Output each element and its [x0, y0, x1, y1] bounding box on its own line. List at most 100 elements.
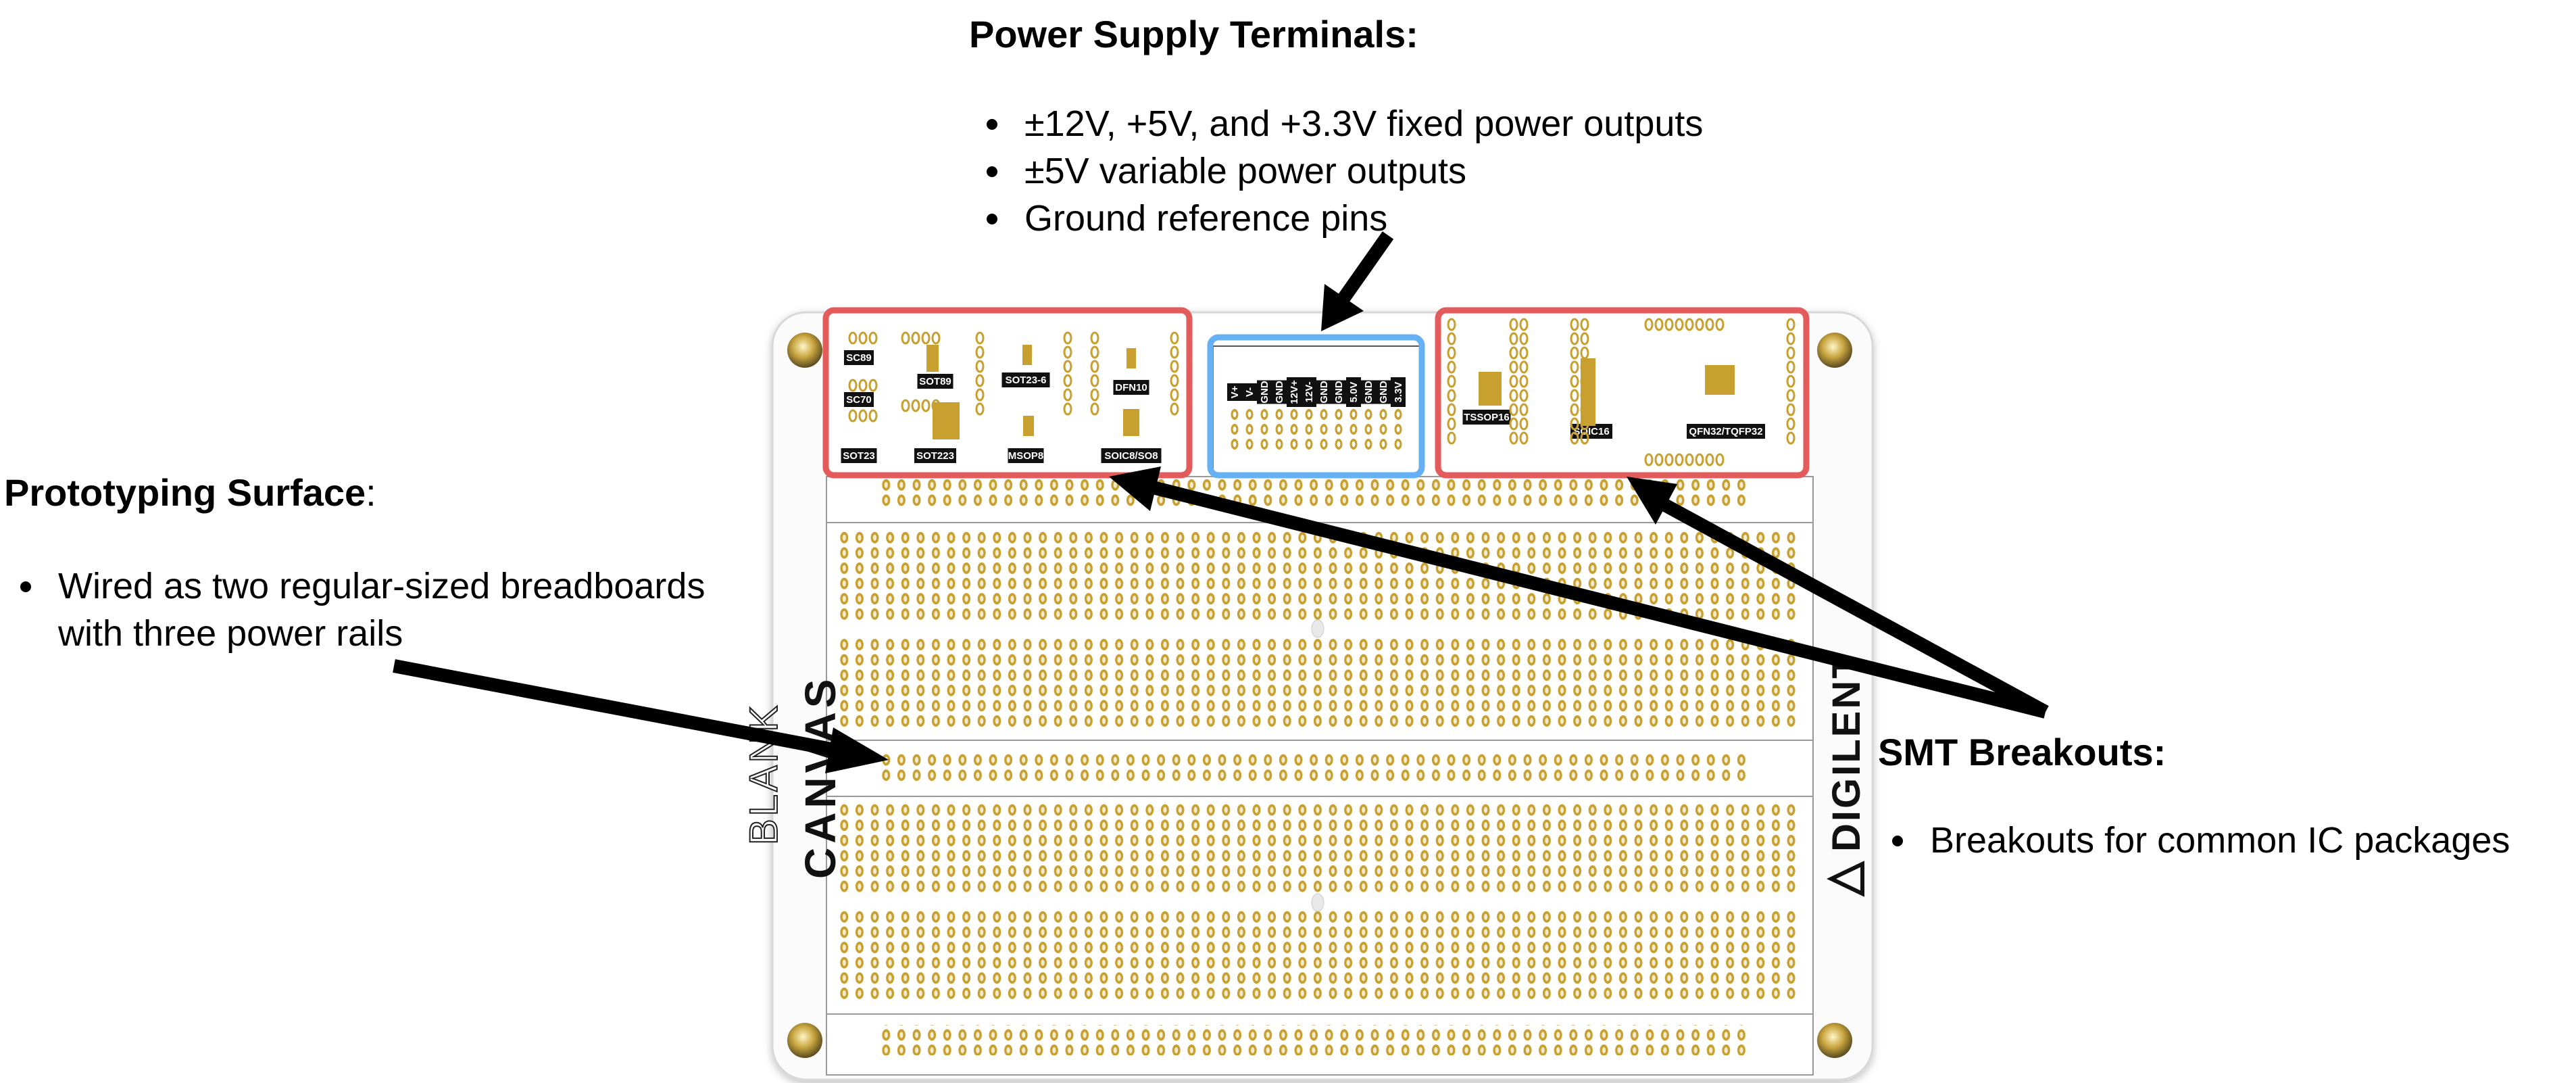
pad: [911, 399, 920, 412]
label-text: SOT223: [916, 450, 954, 462]
label-text: 12V+: [1289, 380, 1300, 404]
smt-bullets: Breakouts for common IC packages: [1879, 817, 2510, 864]
pad: [1063, 388, 1072, 402]
label-text: SOT23: [843, 450, 875, 462]
pad: [1090, 374, 1099, 387]
label-text: SC89: [846, 352, 872, 364]
label-background: [917, 374, 953, 389]
label-background: [1101, 448, 1162, 463]
arrowhead: [1321, 284, 1364, 331]
package-label: QFN32/TQFP32: [1687, 424, 1765, 439]
pad: [1509, 332, 1518, 345]
pad: [1570, 360, 1579, 374]
smt-left-highlight: [822, 307, 1193, 479]
pad: [901, 331, 910, 345]
prototyping-title-text: Prototyping Surface: [4, 471, 366, 514]
package-label: SOT23-6: [1001, 372, 1050, 387]
chip-footprint: [1023, 416, 1034, 436]
chip-footprint: [1705, 365, 1735, 395]
pad: [1090, 331, 1099, 345]
pad: [1654, 453, 1664, 466]
pad: [1063, 331, 1072, 345]
pad: [1570, 375, 1579, 388]
bullet-item: ±12V, +5V, and +3.3V fixed power outputs: [973, 100, 1703, 147]
label-text: 3.3V: [1393, 382, 1404, 403]
pad: [921, 399, 931, 412]
pad: [1170, 374, 1179, 387]
label-background: [914, 448, 956, 463]
bottom-power-rail: [878, 1025, 1750, 1055]
label-text: GND: [1333, 381, 1345, 404]
pad: [1509, 389, 1518, 402]
mounting-hole: [1311, 893, 1324, 912]
digilent-triangle-icon: [1827, 861, 1864, 897]
pad: [1685, 318, 1694, 331]
pad: [975, 331, 985, 345]
label-text: MSOP8: [1008, 450, 1044, 462]
smt-right-highlight: [1435, 307, 1810, 479]
pad: [1570, 403, 1579, 416]
screw-icon: [1817, 333, 1852, 368]
canvas-logo: CANVAS: [796, 675, 845, 880]
pad: [975, 374, 985, 387]
package-label: DFN10: [1113, 380, 1149, 395]
label-background: [1227, 383, 1242, 401]
pad: [848, 331, 858, 345]
power-supply-title: Power Supply Terminals:: [969, 13, 1418, 55]
pad: [1786, 318, 1795, 331]
screw-icon: [1817, 1023, 1852, 1058]
middle-power-rail: [878, 751, 1750, 781]
label-background: [1462, 410, 1511, 425]
pad: [1063, 402, 1072, 416]
pad: [1786, 360, 1795, 374]
pad: [1509, 403, 1518, 416]
label-background: [1272, 380, 1287, 404]
label-background: [1008, 448, 1044, 463]
chip-footprint: [1123, 409, 1139, 436]
bullet-continuation: with three power rails: [58, 613, 403, 654]
pad: [975, 345, 985, 359]
pad: [1447, 389, 1456, 402]
pad: [1170, 345, 1179, 359]
label-text: GND: [1363, 381, 1374, 404]
package-label: SOT23: [841, 448, 877, 463]
label-background: [1391, 377, 1406, 407]
label-background: [1257, 380, 1272, 404]
pad: [1786, 431, 1795, 445]
label-text: V+: [1229, 385, 1241, 398]
pad: [868, 331, 878, 345]
power-supply-bullets: ±12V, +5V, and +3.3V fixed power outputs…: [973, 100, 1703, 242]
label-background: [1316, 380, 1331, 404]
package-label: 12V-: [1302, 377, 1316, 407]
pad: [1090, 360, 1099, 373]
pad: [1519, 431, 1529, 445]
label-background: [844, 350, 874, 365]
label-text: SOT89: [919, 376, 951, 387]
pad: [1090, 345, 1099, 359]
pad: [1063, 345, 1072, 359]
arrowhead: [825, 727, 889, 773]
label-text: SOIC8/SO8: [1104, 450, 1158, 462]
prototyping-title: Prototyping Surface:: [4, 471, 376, 514]
chip-footprint: [1022, 345, 1032, 365]
pad: [1170, 388, 1179, 402]
package-label: GND: [1361, 380, 1376, 404]
pad: [1063, 374, 1072, 387]
pad: [975, 402, 985, 416]
pad: [1664, 453, 1674, 466]
pad: [868, 409, 878, 423]
arrow-prototyping: [393, 659, 839, 757]
package-label: SC89: [844, 350, 874, 365]
chip-footprint: [1126, 348, 1136, 368]
pad: [1786, 375, 1795, 388]
pad: [1447, 403, 1456, 416]
pad: [1695, 453, 1704, 466]
pad: [1447, 417, 1456, 431]
label-background: [1287, 377, 1302, 407]
pad: [1509, 431, 1518, 445]
package-label: SOT223: [914, 448, 956, 463]
pad: [1170, 331, 1179, 345]
label-text: SOIC16: [1573, 426, 1609, 437]
breadboard-1-lower: [837, 637, 1799, 729]
